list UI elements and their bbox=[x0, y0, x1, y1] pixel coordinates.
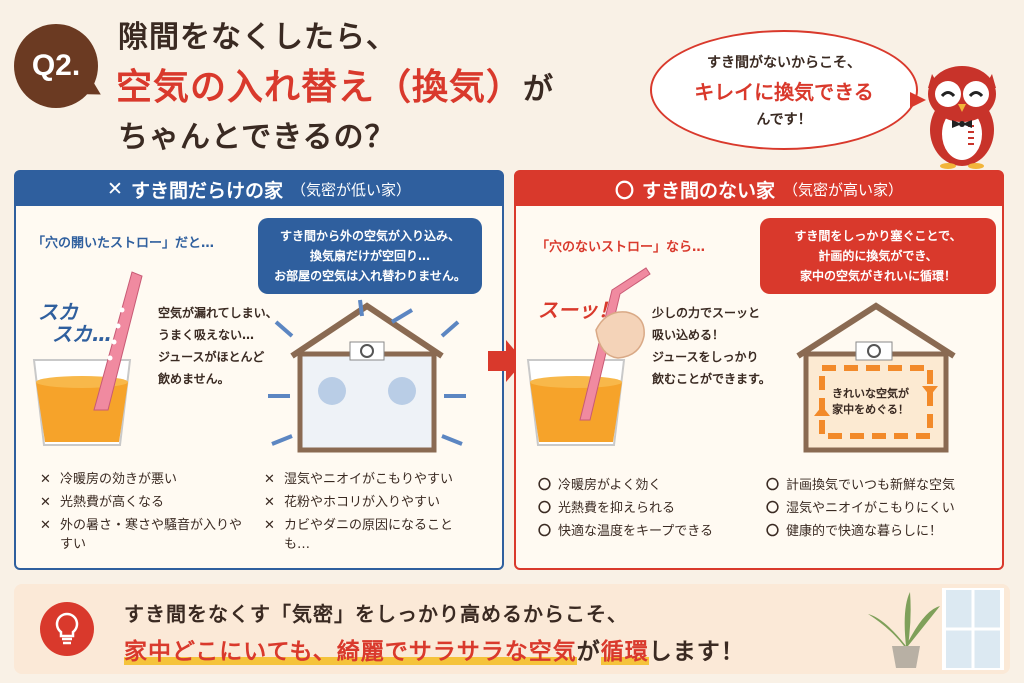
owl-mascot-icon bbox=[928, 66, 996, 169]
desc-line: 飲めません。 bbox=[158, 372, 230, 386]
heading-subtext: （気密が低い家） bbox=[290, 180, 411, 199]
heading-subtext: （気密が高い家） bbox=[783, 180, 904, 199]
high-airtightness-heading: 〇 すき間のない家 （気密が高い家） bbox=[516, 172, 1002, 206]
leaky-house-icon bbox=[268, 299, 466, 453]
speech-line-3: んです！ bbox=[756, 111, 812, 128]
list-item: ✕ 湿気やニオイがこもりやすい bbox=[264, 470, 478, 489]
heading-text: すき間のない家 bbox=[641, 179, 775, 202]
list-item: 〇健康的で快適な暮らしに！ bbox=[766, 522, 984, 541]
juice-glass-straw-hand-icon bbox=[526, 267, 651, 446]
cross-icon: ✕ bbox=[40, 518, 51, 533]
list-item: 〇光熱費を抑えられる bbox=[538, 499, 756, 518]
list-item: ✕ 花粉やホコリが入りやすい bbox=[264, 493, 478, 512]
list-item-text: 健康的で快適な暮らしに！ bbox=[786, 524, 943, 539]
high-airtightness-list: 〇冷暖房がよく効く 〇計画換気でいつも新鮮な空気 〇光熱費を抑えられる 〇湿気や… bbox=[524, 468, 998, 549]
plant-and-window-icon bbox=[868, 588, 1004, 670]
conclusion-line-2: 家中どこにいても、綺麗でサラサラな空気が循環します！ bbox=[124, 632, 745, 666]
list-item-text: カビやダニの原因になることも… bbox=[284, 518, 454, 552]
list-item-text: 湿気やニオイがこもりやすい bbox=[284, 472, 454, 487]
sealed-house-icon bbox=[796, 302, 956, 453]
desc-line: 少しの力でスーッと bbox=[652, 306, 761, 320]
list-item-text: 花粉やホコリが入りやすい bbox=[284, 495, 441, 510]
circle-icon: 〇 bbox=[538, 501, 552, 516]
list-item-text: 湿気やニオイがこもりにくい bbox=[786, 501, 955, 516]
low-airtightness-list: ✕ 冷暖房の効きが悪い ✕ 湿気やニオイがこもりやすい ✕ 光熱費が高くなる ✕ 花粉や… bbox=[26, 462, 492, 562]
straw-with-hole-label: 「穴の開いたストロー」だと… bbox=[32, 236, 215, 251]
list-item-text: 冷暖房がよく効く bbox=[558, 478, 662, 493]
list-item: 〇冷暖房がよく効く bbox=[538, 476, 756, 495]
conclusion-highlight: 循環 bbox=[600, 639, 649, 665]
circle-icon: 〇 bbox=[614, 179, 634, 202]
speech-line-1: すき間がないからこそ、 bbox=[707, 54, 861, 71]
list-item: 〇計画換気でいつも新鮮な空気 bbox=[766, 476, 984, 495]
cross-icon: ✕ bbox=[40, 495, 51, 510]
sealed-callout: すき間をしっかり塞ぐことで、 計画的に換気ができ、 家中の空気がきれいに循環！ bbox=[760, 218, 996, 294]
title-line-1: 隙間をなくしたら、 bbox=[118, 20, 397, 55]
callout-line: お部屋の空気は入れ替わりません。 bbox=[274, 269, 466, 283]
title-tail: が bbox=[523, 72, 555, 107]
desc-line: 吸い込める！ bbox=[652, 328, 725, 342]
circle-icon: 〇 bbox=[766, 501, 780, 516]
cross-icon: ✕ bbox=[264, 495, 275, 510]
house-circulation-label: きれいな空気が 家中をめぐる！ bbox=[832, 386, 909, 418]
circle-icon: 〇 bbox=[538, 524, 552, 539]
house-label-line: きれいな空気が bbox=[832, 387, 909, 400]
callout-line: すき間をしっかり塞ぐことで、 bbox=[794, 229, 962, 243]
question-badge-label: Q2. bbox=[31, 49, 81, 82]
list-item: 〇快適な温度をキープできる bbox=[538, 522, 756, 541]
straw-without-hole-label: 「穴のないストロー」なら… bbox=[536, 240, 706, 255]
sound-effect: スカ bbox=[38, 300, 78, 324]
callout-line: 換気扇だけが空回り… bbox=[309, 249, 430, 263]
list-item-text: 光熱費を抑えられる bbox=[558, 501, 676, 516]
speech-line-2: キレイに換気できる bbox=[694, 79, 874, 104]
title-line-2: 空気の入れ替え（換気）が bbox=[116, 58, 554, 110]
speech-bubble: すき間がないからこそ、 キレイに換気できる んです！ bbox=[650, 30, 926, 150]
desc-line: ジュースがほとんど bbox=[158, 350, 265, 364]
list-item-text: 冷暖房の効きが悪い bbox=[60, 472, 178, 487]
circle-icon: 〇 bbox=[766, 524, 780, 539]
cross-icon: ✕ bbox=[264, 472, 275, 487]
leaky-straw-description: 空気が漏れてしまい、 うまく吸えない… ジュースがほとんど 飲めません。 bbox=[158, 302, 278, 390]
sound-effect: スカ… bbox=[52, 322, 112, 346]
title-line-3: ちゃんとできるの？ bbox=[118, 120, 396, 155]
cross-icon: ✕ bbox=[264, 518, 275, 533]
leak-callout: すき間から外の空気が入り込み、 換気扇だけが空回り… お部屋の空気は入れ替わりま… bbox=[258, 218, 482, 294]
title-highlight: 空気の入れ替え（換気） bbox=[116, 67, 524, 108]
list-item: ✕ 外の暑さ・寒さや騒音が入りやすい bbox=[40, 516, 254, 554]
desc-line: 空気が漏れてしまい、 bbox=[158, 306, 278, 320]
list-item-text: 計画換気でいつも新鮮な空気 bbox=[786, 478, 956, 493]
desc-line: うまく吸えない… bbox=[158, 328, 255, 342]
list-item: ✕ 光熱費が高くなる bbox=[40, 493, 254, 512]
callout-line: 計画的に換気ができ、 bbox=[818, 249, 938, 263]
cross-icon: ✕ bbox=[40, 472, 51, 487]
conclusion-banner: すき間をなくす「気密」をしっかり高めるからこそ、 家中どこにいても、綺麗でサラサ… bbox=[14, 584, 1010, 674]
question-badge: Q2. bbox=[14, 24, 98, 108]
circle-icon: 〇 bbox=[766, 478, 780, 493]
lightbulb-icon bbox=[40, 602, 94, 656]
heading-text: すき間だらけの家 bbox=[130, 179, 283, 202]
callout-line: すき間から外の空気が入り込み、 bbox=[279, 229, 460, 243]
list-item: ✕ 冷暖房の効きが悪い bbox=[40, 470, 254, 489]
list-item: ✕ カビやダニの原因になることも… bbox=[264, 516, 478, 554]
conclusion-highlight: 家中どこにいても、 bbox=[124, 639, 337, 665]
list-item-text: 光熱費が高くなる bbox=[60, 495, 165, 510]
callout-line: 家中の空気がきれいに循環！ bbox=[799, 269, 956, 283]
conclusion-text: します！ bbox=[648, 639, 745, 665]
house-label-line: 家中をめぐる！ bbox=[832, 403, 909, 416]
juice-glass-leaky-straw-icon bbox=[32, 271, 143, 446]
desc-line: ジュースをしっかり bbox=[652, 350, 759, 364]
cross-icon: ✕ bbox=[107, 178, 123, 200]
list-item-text: 外の暑さ・寒さや騒音が入りやすい bbox=[60, 518, 243, 552]
list-item: 〇湿気やニオイがこもりにくい bbox=[766, 499, 984, 518]
sealed-straw-description: 少しの力でスーッと 吸い込める！ ジュースをしっかり 飲むことができます。 bbox=[652, 302, 771, 390]
desc-line: 飲むことができます。 bbox=[652, 372, 771, 386]
conclusion-text: が bbox=[576, 639, 601, 665]
low-airtightness-heading: ✕ すき間だらけの家 （気密が低い家） bbox=[16, 172, 502, 206]
circle-icon: 〇 bbox=[538, 478, 552, 493]
conclusion-highlight: 綺麗でサラサラな空気 bbox=[336, 639, 577, 665]
conclusion-line-1: すき間をなくす「気密」をしっかり高めるからこそ、 bbox=[124, 602, 628, 626]
list-item-text: 快適な温度をキープできる bbox=[558, 524, 713, 539]
